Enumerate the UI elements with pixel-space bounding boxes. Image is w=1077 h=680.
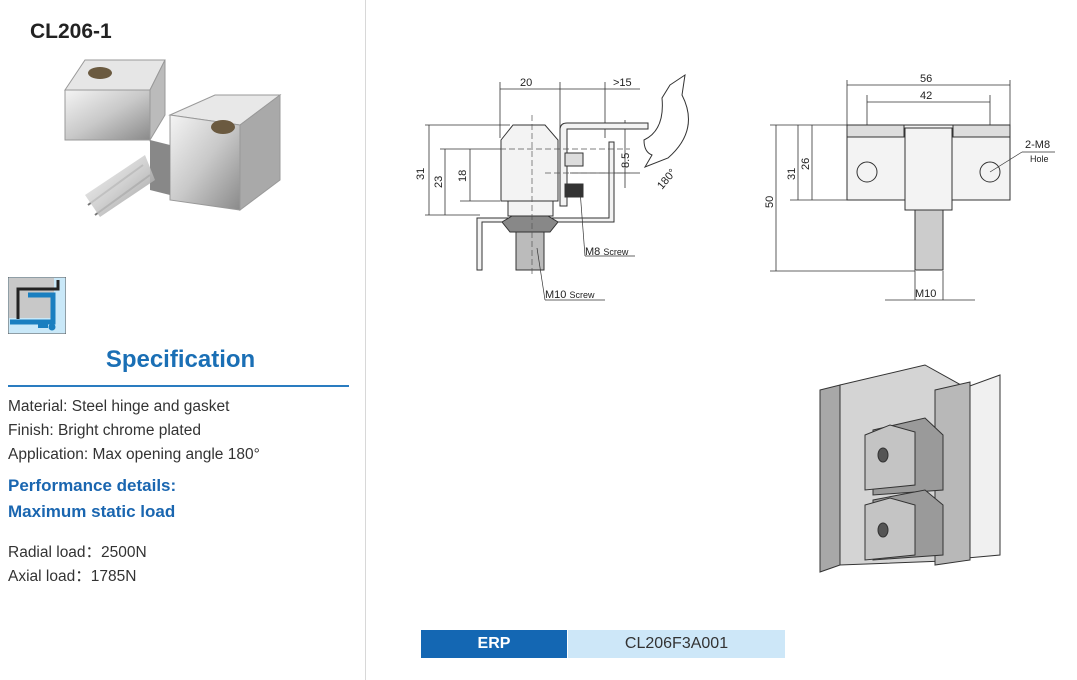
hole-suffix: Hole <box>1030 154 1049 164</box>
dim-42: 42 <box>920 90 932 102</box>
m10-label: M10 <box>915 288 936 300</box>
radial-load: Radial load：2500N <box>8 544 147 561</box>
dim-clearance: >15 <box>613 77 632 89</box>
dim-8-5: 8.5 <box>620 153 632 168</box>
specification-heading: Specification <box>105 346 256 373</box>
side-view-drawing: 20 >15 31 23 18 8.5 180° M8 Screw M10 Sc… <box>415 73 689 301</box>
front-view-drawing: 56 42 50 31 26 2-M8 Hole M10 <box>764 73 1055 301</box>
erp-code: CL206F3A001 <box>568 630 785 658</box>
dim-50: 50 <box>764 196 776 208</box>
performance-heading: Performance details: <box>8 476 177 495</box>
dim-56: 56 <box>920 73 932 85</box>
installed-3d-view <box>819 364 1001 573</box>
hole-label: 2-M8 <box>1025 139 1050 151</box>
erp-label: ERP <box>421 630 567 658</box>
product-title: CL206-1 <box>30 20 112 43</box>
spec-finish: Finish: Bright chrome plated <box>8 422 201 439</box>
dim-26: 26 <box>800 158 812 170</box>
m10-label: M10 Screw <box>545 289 595 301</box>
load-heading: Maximum static load <box>8 502 176 521</box>
product-photo <box>64 59 282 217</box>
dim-31: 31 <box>415 168 427 180</box>
angle-label: 180° <box>655 167 679 192</box>
dim-width: 20 <box>520 77 532 89</box>
spec-material: Material: Steel hinge and gasket <box>8 398 230 415</box>
mounting-type-icon <box>8 277 66 334</box>
m8-label: M8 Screw <box>585 246 629 258</box>
heading-divider <box>8 385 349 387</box>
dim-23: 23 <box>433 176 445 188</box>
dim-31: 31 <box>786 168 798 180</box>
spec-application: Application: Max opening angle 180° <box>8 446 260 463</box>
dim-18: 18 <box>457 170 469 182</box>
axial-load: Axial load：1785N <box>8 568 137 585</box>
column-divider <box>365 0 366 680</box>
